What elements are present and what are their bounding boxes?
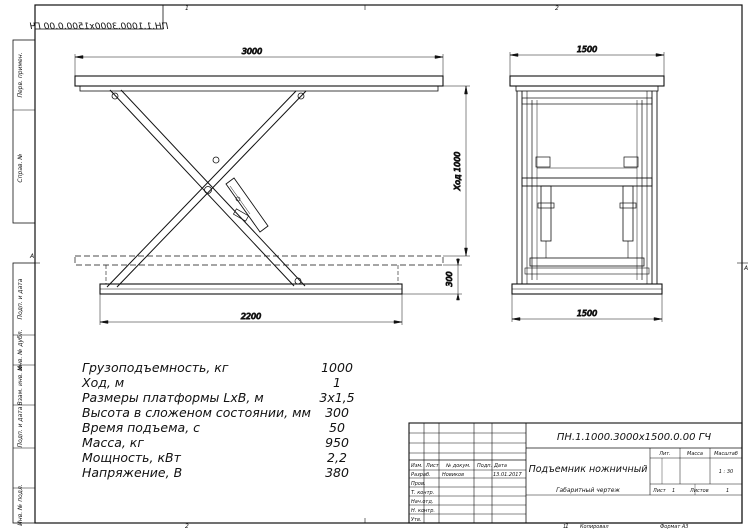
spec-label-7: Напряжение, В [82, 465, 182, 480]
role-check: Пров. [411, 481, 426, 487]
scale-value: 1 : 30 [719, 469, 733, 475]
pivot-top-left [111, 92, 119, 100]
margin-label-1: Перв. примен. [17, 52, 24, 97]
margin-label-4: Инв. № дубл. [17, 329, 24, 370]
mirrored-designation: ПН.1.1000.3000х1500.0.00 ГЧ [30, 4, 169, 32]
zone-labels: 1 2 2 1 A A [29, 5, 748, 530]
dim-stroke-label: Ход 1000 [453, 152, 462, 192]
spec-label-2: Размеры платформы LxB, м [82, 390, 264, 405]
title-block-text: ПН.1.1000.3000х1500.0.00 ГЧ Подъемник но… [411, 432, 738, 523]
doc-type: Габаритный чертеж [556, 487, 620, 494]
zone-bottom-2: 2 [185, 523, 189, 530]
footer-page: 1 [563, 524, 566, 530]
spec-label-4: Время подъема, с [82, 420, 200, 435]
footer-format: Формат А3 [660, 524, 688, 530]
spec-label-6: Мощность, кВт [82, 450, 182, 465]
zone-bottom-1: 1 [565, 523, 569, 530]
role-tcontr: Т. контр. [411, 490, 434, 496]
dim-3000-label: 3000 [242, 47, 262, 56]
dim-closed-height [402, 258, 462, 301]
hdr-doc: № докум. [445, 463, 471, 469]
margin-label-5: Взам. инв. № [17, 365, 24, 406]
hdr-izm: Изм. [411, 463, 423, 469]
spec-value-3: 300 [325, 405, 349, 420]
col-lit: Лит. [658, 451, 671, 457]
spec-value-0: 1000 [321, 360, 353, 375]
dim-stroke [443, 85, 470, 257]
col-mass: Масса [687, 451, 703, 457]
spec-value-1: 1 [333, 375, 341, 390]
drawing-title: Подъемник ножничный [529, 464, 648, 475]
platform-frame [79, 85, 439, 92]
sheets-total: 1 [726, 488, 729, 494]
hdr-list: Лист [425, 463, 440, 469]
spec-label-3: Высота в сложеном состоянии, мм [82, 405, 311, 420]
zone-top-1: 1 [185, 5, 189, 12]
margin-label-7: Инв. № подл. [17, 484, 24, 525]
spec-value-6: 2,2 [327, 450, 347, 465]
dim-side-top [509, 52, 665, 76]
title-block [408, 422, 743, 524]
mirrored-designation-text: ПН.1.1000.3000х1500.0.00 ГЧ [30, 22, 169, 32]
dim-base-length [99, 294, 403, 325]
sheet-frame [12, 4, 748, 524]
scissor-arm-1 [109, 89, 306, 287]
margin-label-2: Справ. № [17, 153, 24, 182]
platform-closed-dashed [74, 255, 444, 266]
role-approve: Утв. [411, 517, 422, 523]
zone-top-2: 2 [555, 5, 559, 12]
hdr-date: Дата [493, 463, 507, 469]
hydraulic-cylinder [225, 177, 269, 233]
dim-side-top-label: 1500 [577, 45, 597, 54]
platform-top [74, 75, 444, 87]
pivot-top-right [297, 92, 305, 100]
side-view: 1500 1500 [509, 45, 665, 322]
role-developer: Разраб. [411, 472, 431, 478]
spec-table: Грузоподъемность, кг 1000 Ход, м 1 Разме… [81, 360, 355, 480]
dim-platform-length [74, 54, 444, 76]
side-platform [509, 75, 665, 87]
scissor-arm-2 [106, 90, 307, 288]
spec-value-2: 3х1,5 [319, 390, 354, 405]
developer-name: Новиков [442, 472, 464, 478]
dim-side-bottom [511, 294, 663, 322]
spec-label-1: Ход, м [81, 375, 124, 390]
hdr-sign: Подп. [477, 463, 492, 469]
sheet-footer: 1 Копировал Формат А3 [563, 524, 688, 530]
dim-side-bottom-label: 1500 [577, 309, 597, 318]
spec-value-5: 950 [325, 435, 349, 450]
margin-label-6: Подп. и дата [17, 406, 24, 447]
pivot-center [204, 186, 212, 194]
front-view: 3000 Ход 1000 300 2200 [74, 47, 470, 325]
zone-right-a: A [743, 265, 748, 272]
spec-label-5: Масса, кг [82, 435, 144, 450]
margin-label-3: Подп. и дата [17, 278, 24, 319]
pivot-bottom-right [294, 277, 302, 285]
col-scale: Масштаб [714, 451, 738, 457]
dim-2200-label: 2200 [241, 312, 261, 321]
sheets-label: Листов [689, 488, 709, 494]
dim-300-label: 300 [445, 271, 454, 286]
spec-value-4: 50 [329, 420, 345, 435]
spec-value-7: 380 [325, 465, 349, 480]
left-margin-labels: Перв. примен. Справ. № Подп. и дата Инв.… [17, 52, 24, 525]
developer-date: 13.01.2017 [493, 472, 522, 478]
zone-left-a: A [29, 253, 34, 260]
role-ncontr: Н. контр. [411, 508, 435, 514]
designation: ПН.1.1000.3000х1500.0.00 ГЧ [557, 432, 711, 443]
footer-copied: Копировал [580, 524, 609, 530]
sheet-number: 1 [672, 488, 675, 494]
spec-label-0: Грузоподъемность, кг [82, 360, 229, 375]
role-head: Нач.отд. [411, 499, 433, 505]
sheet-label: Лист [652, 488, 667, 494]
cylinder-pivot-top [212, 156, 220, 164]
side-cylinders [537, 185, 637, 258]
